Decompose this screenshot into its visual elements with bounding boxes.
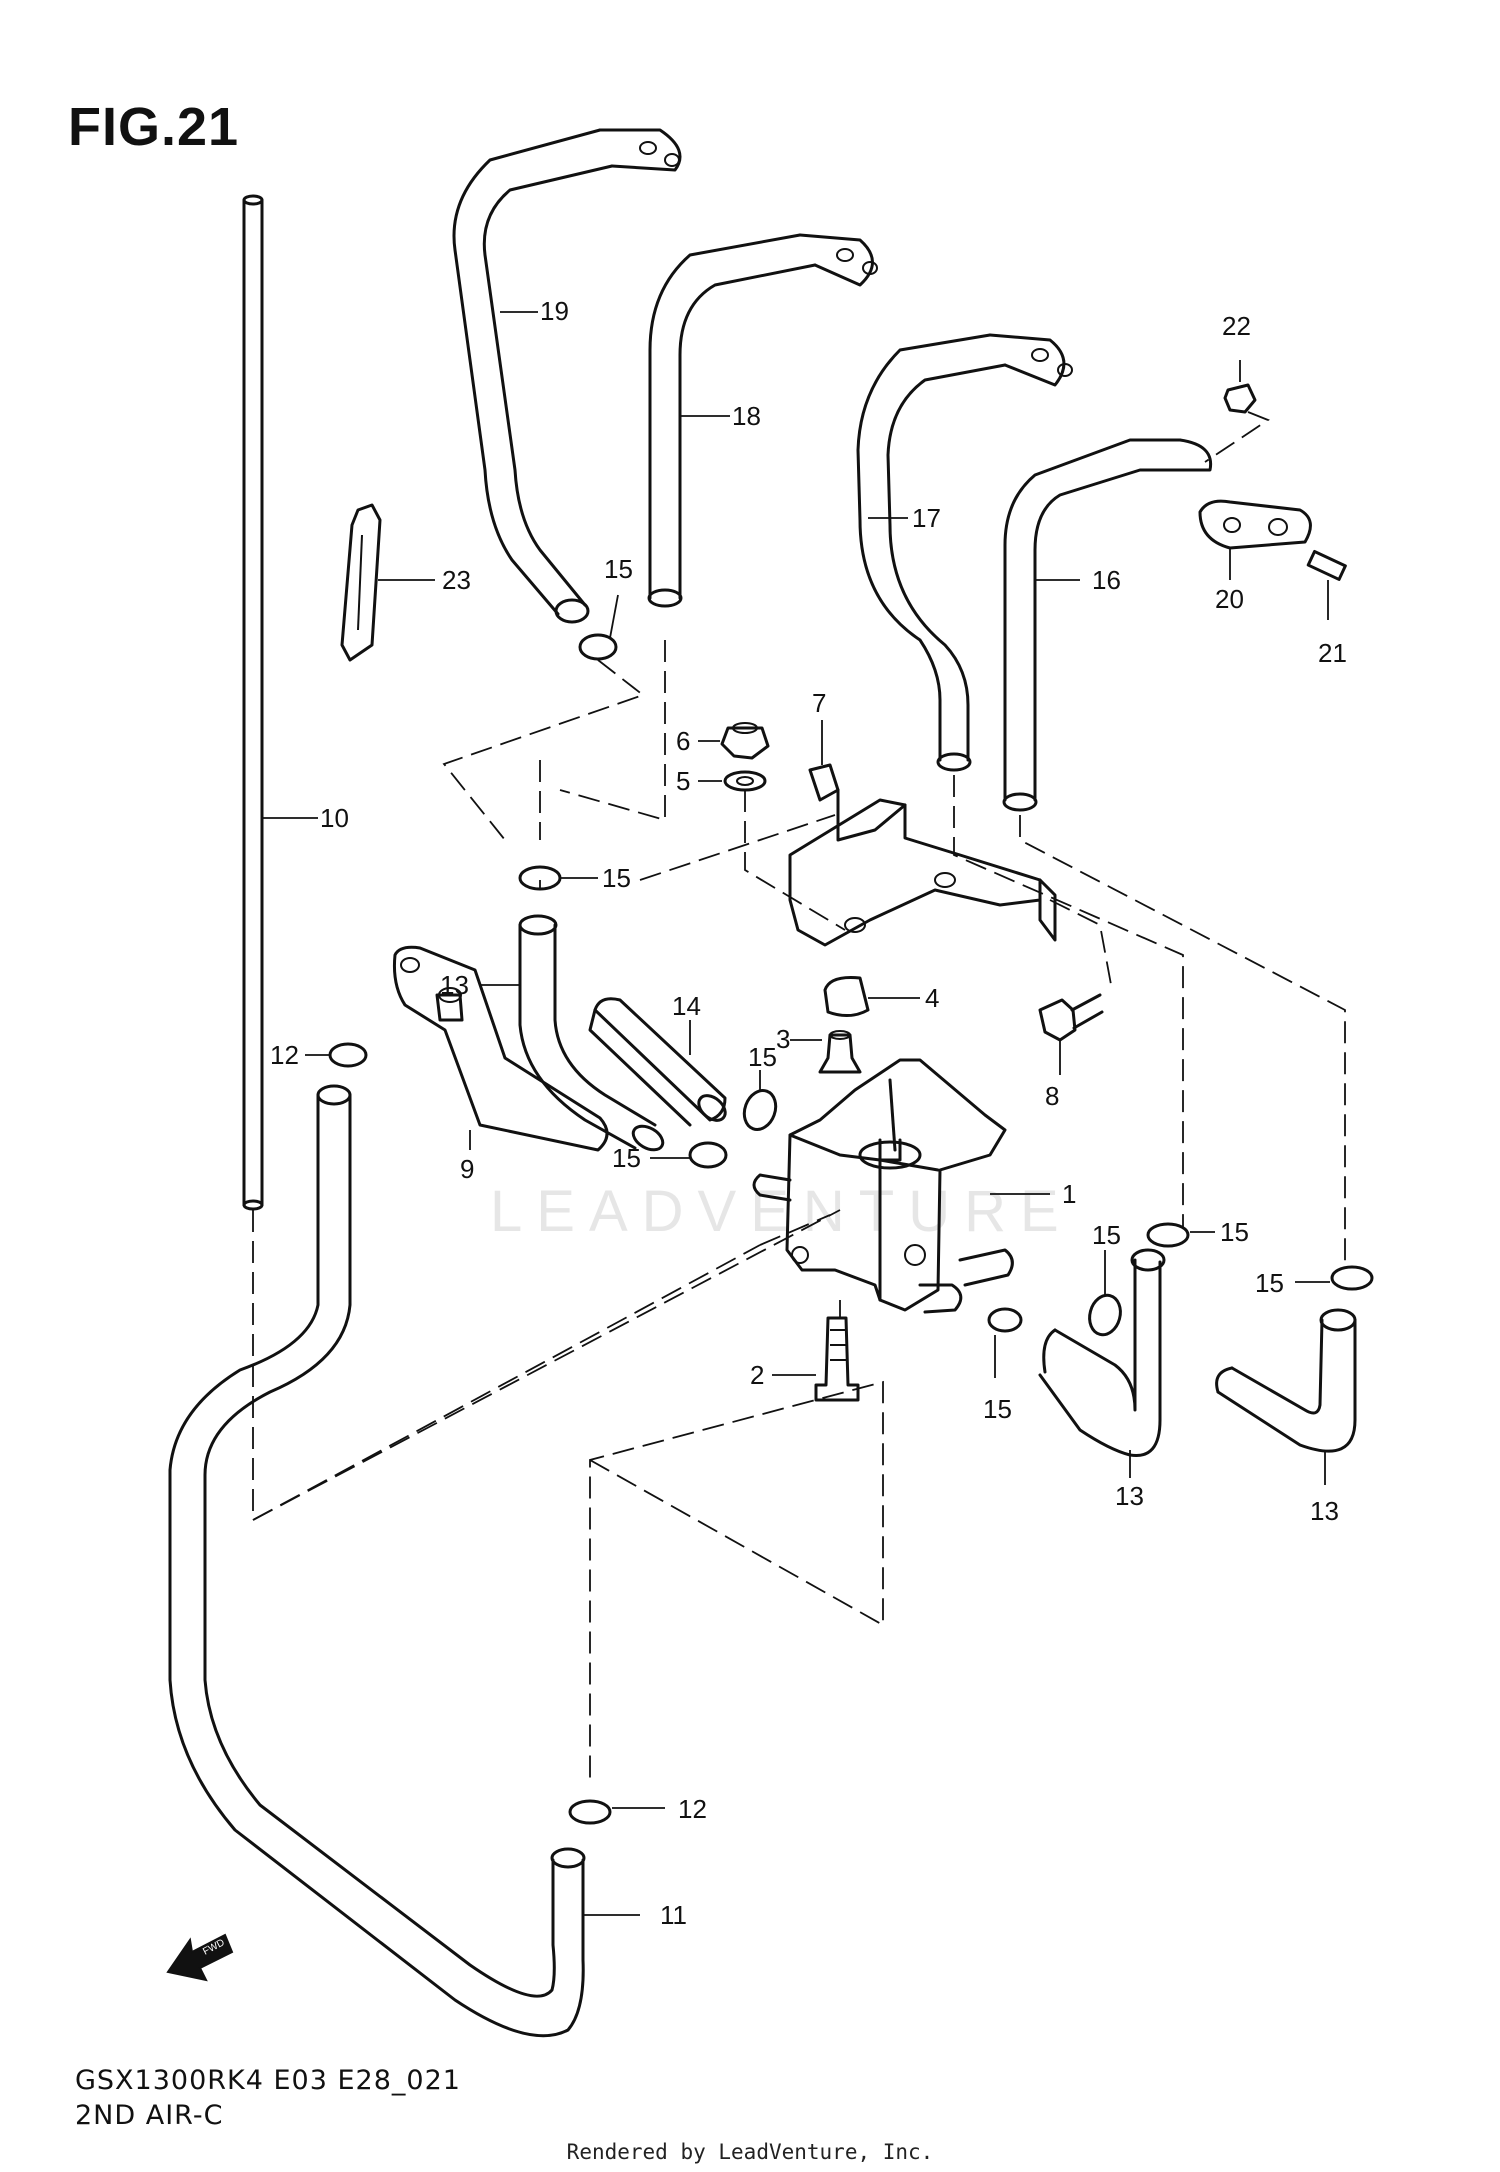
part-15-clamp-left-lower (688, 1141, 728, 1169)
fwd-arrow-icon: FWD (166, 1933, 234, 1982)
model-code: GSX1300RK4 E03 E28_021 (75, 2065, 461, 2096)
callout-13-c: 13 (1310, 1496, 1339, 1526)
callout-19: 19 (540, 296, 569, 326)
callout-15-h: 15 (1255, 1268, 1284, 1298)
part-16-hose (1002, 438, 1213, 812)
part-18-hose (647, 233, 878, 608)
watermark-text: LEADVENTURE (490, 1179, 1073, 1244)
part-15-clamp-right-b (1330, 1265, 1374, 1291)
part-21-stud (1306, 549, 1347, 581)
callout-15-a: 15 (604, 554, 633, 584)
part-11-hose (168, 1084, 586, 2038)
figure-title: FIG.21 (68, 97, 240, 157)
callout-18: 18 (732, 401, 761, 431)
part-22-nut (1223, 383, 1257, 414)
part-15-clamp-right-a (1146, 1222, 1190, 1248)
callout-9: 9 (460, 1154, 474, 1184)
callout-13-a: 13 (440, 970, 469, 1000)
part-12-clamp-upper (328, 1042, 368, 1068)
part-13-hose-lower-middle (1038, 1248, 1166, 1458)
callout-2: 2 (750, 1360, 764, 1390)
part-15-clamp-right-upper (742, 1089, 778, 1131)
part-13-hose-upper (518, 914, 665, 1152)
section-name: 2ND AIR-C (75, 2100, 224, 2131)
callout-8: 8 (1045, 1081, 1059, 1111)
part-6-nut (720, 722, 770, 760)
part-15-clamp-nipple-b (1088, 1293, 1122, 1337)
callout-6: 6 (676, 726, 690, 756)
part-19-hose (452, 128, 682, 624)
part-5-washer (723, 770, 767, 792)
callout-1: 1 (1062, 1179, 1076, 1209)
callout-4: 4 (925, 983, 939, 1013)
part-4-grommet (823, 976, 870, 1017)
callout-20: 20 (1215, 584, 1244, 614)
callout-10: 10 (320, 803, 349, 833)
part-15-clamp-upper (578, 633, 618, 661)
callout-12-b: 12 (678, 1794, 707, 1824)
part-3-collar (818, 1030, 862, 1074)
part-7-bracket (788, 763, 1057, 947)
callout-5: 5 (676, 766, 690, 796)
callout-21: 21 (1318, 638, 1347, 668)
callout-12-a: 12 (270, 1040, 299, 1070)
part-10-tube (242, 194, 264, 1211)
callout-15-b: 15 (602, 863, 631, 893)
callout-13-b: 13 (1115, 1481, 1144, 1511)
callout-15-e: 15 (983, 1394, 1012, 1424)
part-2-bolt (814, 1316, 860, 1402)
part-17-hose (856, 333, 1073, 772)
callout-15-g: 15 (1220, 1217, 1249, 1247)
callout-16: 16 (1092, 565, 1121, 595)
part-1-air-valve (752, 1058, 1014, 1314)
callout-15-d: 15 (612, 1143, 641, 1173)
part-13-hose-lower-right (1215, 1308, 1357, 1453)
part-9-bracket (393, 945, 609, 1152)
callout-17: 17 (912, 503, 941, 533)
callout-3: 3 (776, 1024, 790, 1054)
callout-15-f: 15 (1092, 1220, 1121, 1250)
callout-11: 11 (660, 1900, 687, 1930)
part-14-hose (588, 997, 727, 1127)
callout-7: 7 (812, 688, 826, 718)
part-20-gasket (1198, 499, 1312, 550)
part-23-bracket (340, 503, 382, 662)
rendered-by-credit: Rendered by LeadVenture, Inc. (566, 2140, 934, 2164)
callout-14: 14 (672, 991, 701, 1021)
callout-15-c: 15 (748, 1042, 777, 1072)
part-15-clamp-nipple-a (987, 1307, 1023, 1333)
part-12-clamp-lower (568, 1799, 612, 1825)
part-8-bolt (1038, 993, 1104, 1042)
callout-23: 23 (442, 565, 471, 595)
callout-22: 22 (1222, 311, 1251, 341)
